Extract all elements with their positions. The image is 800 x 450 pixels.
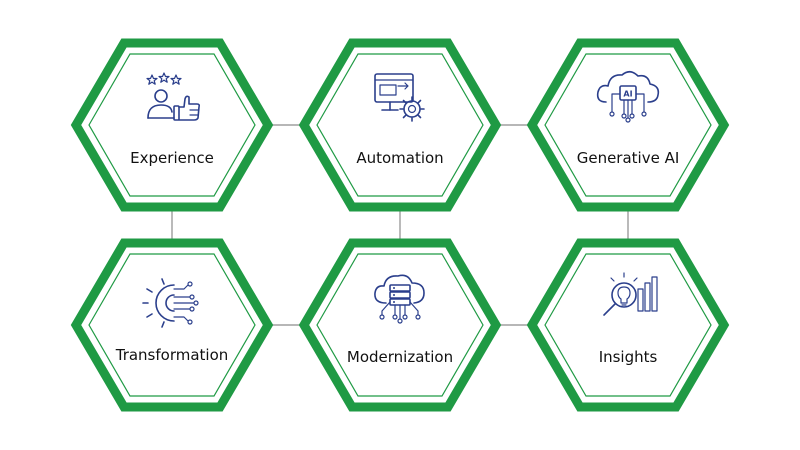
hex-inner-border xyxy=(88,53,256,197)
hex-node-experience: Experience xyxy=(70,38,274,212)
hex-inner-border xyxy=(316,253,484,397)
node-label: Transformation xyxy=(115,346,229,364)
monitor-gear-icon xyxy=(374,73,425,122)
hex-node-transformation: Transformation xyxy=(70,238,274,412)
svg-text:AI: AI xyxy=(623,90,632,99)
hex-node-generative-ai: AI Generative AI xyxy=(526,38,730,212)
node-label: Modernization xyxy=(347,348,453,366)
thumbs-up-stars-icon xyxy=(146,72,201,121)
ai-cloud-chip-icon: AI xyxy=(596,70,660,123)
node-label: Automation xyxy=(356,149,443,167)
hex-node-modernization: Modernization xyxy=(298,238,502,412)
hex-inner-border xyxy=(316,53,484,197)
node-label: Experience xyxy=(130,149,214,167)
magnifier-chart-icon xyxy=(603,272,658,316)
node-label: Insights xyxy=(599,348,658,366)
gear-circuit-icon xyxy=(142,278,199,328)
hex-inner-border xyxy=(544,53,712,197)
hex-inner-border xyxy=(544,253,712,397)
cloud-server-icon xyxy=(374,274,425,324)
hex-node-automation: Automation xyxy=(298,38,502,212)
hex-node-insights: Insights xyxy=(526,238,730,412)
node-label: Generative AI xyxy=(577,149,680,167)
hex-inner-border xyxy=(88,253,256,397)
